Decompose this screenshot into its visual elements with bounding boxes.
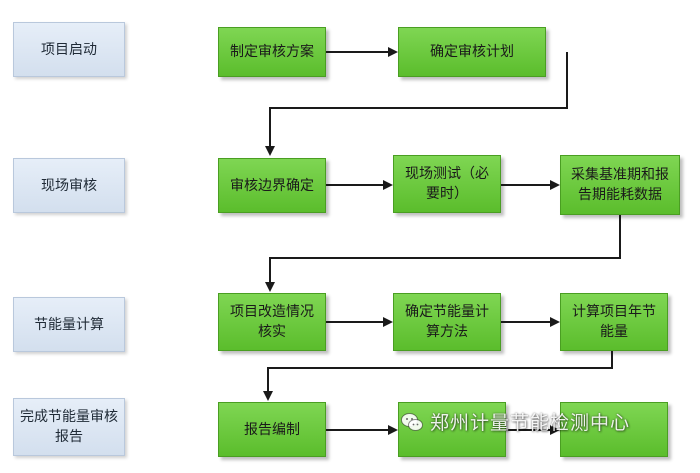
step-annual-savings: 计算项目年节能量 xyxy=(560,293,668,351)
wechat-icon xyxy=(401,412,423,431)
step-make-audit-plan: 制定审核方案 xyxy=(218,27,326,77)
phase-label: 节能量计算 xyxy=(34,316,104,333)
step-report-review xyxy=(398,402,506,457)
step-label: 审核边界确定 xyxy=(230,177,314,194)
step-label: 报告编制 xyxy=(244,421,300,438)
step-label: 确定节能量计算方法 xyxy=(405,304,489,340)
step-confirm-audit-schedule: 确定审核计划 xyxy=(398,27,546,77)
phase-label: 完成节能量审核报告 xyxy=(20,409,118,445)
step-site-testing: 现场测试（必要时） xyxy=(393,155,501,213)
step-report-writing: 报告编制 xyxy=(218,402,326,457)
phase-site-audit: 现场审核 xyxy=(13,158,125,213)
step-calc-method: 确定节能量计算方法 xyxy=(393,293,501,351)
step-label: 确定审核计划 xyxy=(430,44,514,60)
step-collect-energy-data: 采集基准期和报告期能耗数据 xyxy=(560,155,680,215)
phase-project-start: 项目启动 xyxy=(13,22,125,77)
phase-label: 现场审核 xyxy=(41,177,97,194)
phase-savings-calc: 节能量计算 xyxy=(13,297,125,352)
step-label: 计算项目年节能量 xyxy=(572,304,656,340)
step-label: 项目改造情况核实 xyxy=(230,304,314,340)
step-label: 制定审核方案 xyxy=(230,44,314,60)
phase-label: 项目启动 xyxy=(41,41,97,58)
arrow-r1-to-r2 xyxy=(265,52,568,156)
step-label: 采集基准期和报告期能耗数据 xyxy=(571,167,669,203)
arrow-r2-to-r3 xyxy=(265,215,621,292)
step-verify-retrofit: 项目改造情况核实 xyxy=(218,293,326,351)
phase-report: 完成节能量审核报告 xyxy=(13,398,125,456)
step-report-submit xyxy=(560,402,668,457)
watermark-text: 郑州计量节能检测中心 xyxy=(430,412,631,434)
step-audit-boundary: 审核边界确定 xyxy=(218,158,326,213)
watermark: 郑州计量节能检测中心 xyxy=(400,408,630,435)
arrow-r3-to-r4 xyxy=(263,351,613,401)
step-label: 现场测试（必要时） xyxy=(405,166,489,202)
